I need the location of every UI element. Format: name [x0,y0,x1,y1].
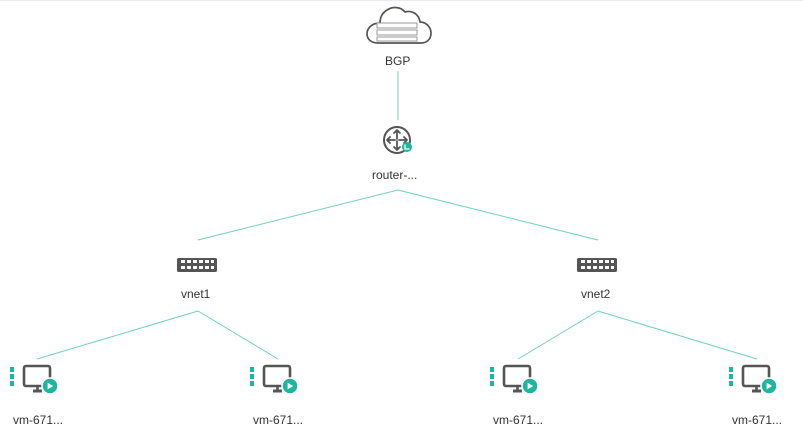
switch-icon [577,258,617,272]
vm-node-4[interactable]: vm-671... [727,363,791,429]
vnet2-label: vnet2 [581,287,611,301]
vnet1-node[interactable]: vnet1 [174,254,222,304]
monitor-icon [262,364,299,395]
monitor-icon [22,364,59,395]
vm-label-1: vm-671... [13,413,64,427]
cloud-icon [366,6,432,44]
link-vnet1-vm2 [197,310,279,360]
vm-label-3: vm-671... [493,413,544,427]
vm-status-bar-icon [490,367,494,386]
link-vnet1-vm1 [36,310,199,360]
bgp-label: BGP [385,54,411,68]
router-label: router-... [372,168,418,182]
vm-node-2[interactable]: vm-671... [248,363,312,429]
router-node[interactable]: router-... [364,124,434,182]
vm-label-2: vm-671... [253,413,304,427]
vm-status-bar-icon [10,367,14,386]
switch-icon [177,258,217,272]
vm-node-1[interactable]: vm-671... [8,363,72,429]
canvas-top-border [0,0,803,1]
router-icon [383,126,412,154]
router-status-icon [402,142,412,152]
link-vnet2-vm4 [597,310,758,360]
monitor-icon [741,364,778,395]
vm-label-4: vm-671... [732,413,783,427]
bgp-node[interactable]: BGP [362,4,434,68]
vm-status-bar-icon [729,367,733,386]
vm-node-3[interactable]: vm-671... [488,363,552,429]
link-router-vnet2 [397,189,599,241]
link-vnet2-vm3 [517,310,599,360]
monitor-icon [502,364,539,395]
link-router-vnet1 [197,189,399,241]
vnet2-node[interactable]: vnet2 [574,254,622,304]
vnet1-label: vnet1 [181,287,211,301]
vm-status-bar-icon [250,367,254,386]
